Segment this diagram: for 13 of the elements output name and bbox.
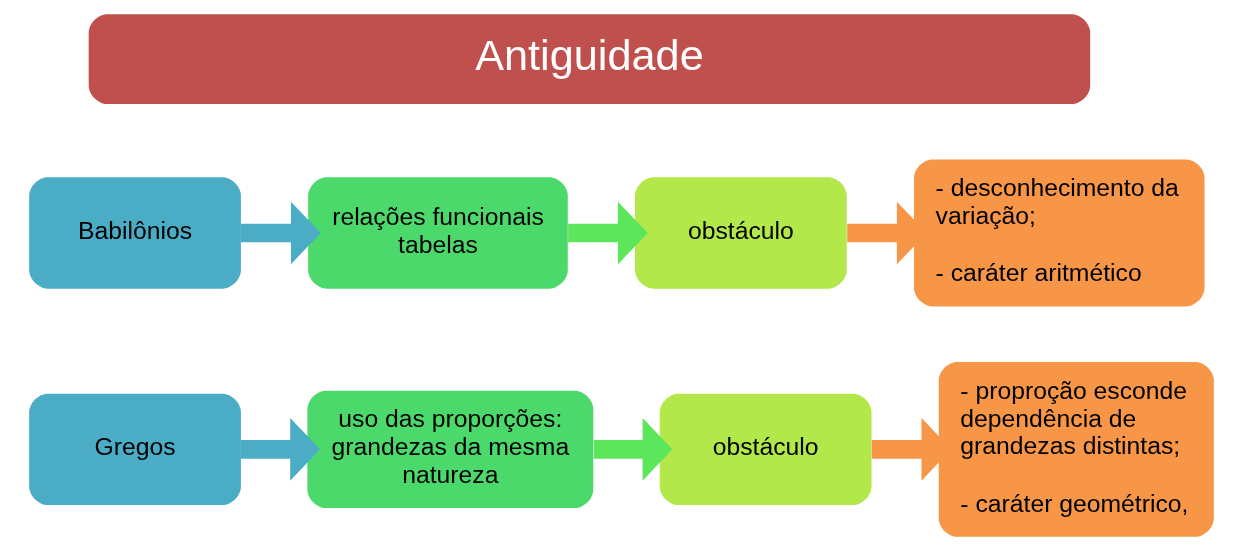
arrow	[240, 201, 321, 265]
arrow	[240, 418, 320, 481]
node-box: - desconhecimento da variação; - caráter aritmético	[913, 159, 1205, 307]
arrow	[593, 418, 672, 481]
node-box: Antiguidade	[88, 14, 1090, 104]
node-box: obstáculo	[634, 177, 847, 289]
node-box: - proproção esconde dependência de grandezas distintas; - caráter geométrico,	[938, 362, 1214, 537]
arrow	[567, 201, 648, 265]
node-box: Babilônios	[28, 177, 241, 289]
node-box: relações funcionais tabelas	[307, 177, 568, 289]
node-box: uso das proporções: grandezas da mesma natureza	[306, 390, 593, 509]
node-box: Gregos	[28, 393, 241, 505]
node-box: obstáculo	[659, 393, 871, 505]
